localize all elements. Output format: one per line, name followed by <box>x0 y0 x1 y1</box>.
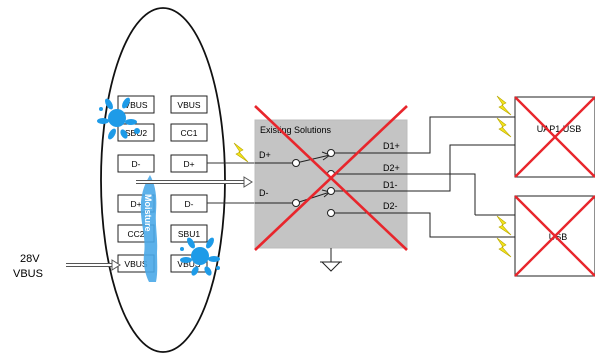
pin-label: CC1 <box>180 128 197 138</box>
moisture-stream <box>140 175 158 282</box>
device-cross-mark <box>514 195 595 277</box>
connector-data-arrow <box>136 176 253 188</box>
pin-label: D+ <box>130 199 141 209</box>
switch-output-label: D2+ <box>383 163 400 173</box>
pin-label: D- <box>185 199 194 209</box>
pin-label: CC2 <box>127 229 144 239</box>
switch-title: Existing Solutions <box>260 125 332 135</box>
spark-icon <box>233 142 249 163</box>
switch-input-d-minus: D- <box>259 188 269 198</box>
vbus-source-label: VBUS <box>13 268 43 280</box>
pin-label: D+ <box>183 159 194 169</box>
vbus-feed-arrow <box>66 259 121 271</box>
pin-label: SBU1 <box>178 229 200 239</box>
right-pin-column: VBUS CC1 D+ D- SBU1 VBUS <box>170 95 208 273</box>
pin-label: VBUS <box>177 100 200 110</box>
pin-box <box>170 123 208 142</box>
spark-icon <box>496 117 512 138</box>
ground-icon <box>320 248 342 272</box>
switch-output-label: D1- <box>383 180 398 190</box>
vbus-source-voltage: 28V <box>20 253 40 265</box>
routing-wires <box>407 116 515 238</box>
pin-box <box>117 154 155 173</box>
water-splash-icon <box>97 97 140 140</box>
device-label-bottom: USB <box>549 232 568 242</box>
pin-box <box>170 95 208 114</box>
spark-icon <box>496 95 512 116</box>
pin-label: VBUS <box>124 259 147 269</box>
switch-cross-mark <box>254 105 408 251</box>
spark-icon <box>496 237 512 258</box>
switch-output-label: D2- <box>383 201 398 211</box>
device-label-top: UAP1 USB <box>537 124 582 134</box>
pin-label: VBUS <box>124 100 147 110</box>
water-splash-icon <box>180 237 220 276</box>
pin-label: D- <box>132 159 141 169</box>
spark-icon <box>496 215 512 236</box>
device-cross-mark <box>514 96 595 178</box>
moisture-label: Moisture <box>143 194 153 232</box>
switch-input-d-plus: D+ <box>259 150 271 160</box>
switch-output-label: D1+ <box>383 141 400 151</box>
pin-label: VBUS <box>177 259 200 269</box>
